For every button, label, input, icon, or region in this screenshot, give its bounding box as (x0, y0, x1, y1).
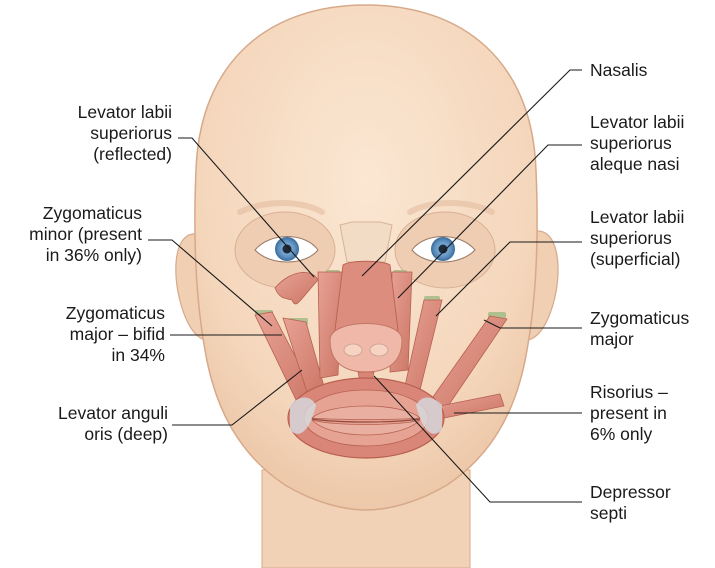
label-line: major – bifid (10, 324, 165, 345)
label-levator-labii-superiorus-reflected: Levator labii superiorus (reflected) (20, 102, 172, 165)
label-depressor-septi: Depressor septi (590, 482, 671, 524)
nasal-bone (340, 222, 392, 262)
label-line: Risorius – (590, 382, 668, 403)
label-line: Zygomaticus (10, 303, 165, 324)
label-line: 6% only (590, 424, 668, 445)
label-zygomaticus-minor: Zygomaticus minor (present in 36% only) (10, 203, 142, 266)
label-line: Levator anguli (8, 403, 168, 424)
label-levator-labii-superiorus-superficial: Levator labii superiorus (superficial) (590, 207, 684, 270)
label-line: superiorus (590, 228, 684, 249)
label-line: Zygomaticus (10, 203, 142, 224)
label-line: present in (590, 403, 668, 424)
label-zygomaticus-major-bifid: Zygomaticus major – bifid in 34% (10, 303, 165, 366)
label-line: Levator labii (590, 112, 684, 133)
label-line: aleque nasi (590, 154, 684, 175)
label-line: superiorus (590, 133, 684, 154)
label-line: Levator labii (20, 102, 172, 123)
right-nostril (370, 344, 388, 356)
label-line: (superficial) (590, 249, 684, 270)
label-nasalis: Nasalis (590, 60, 647, 81)
left-nostril (344, 344, 362, 356)
label-line: Zygomaticus (590, 308, 689, 329)
label-zygomaticus-major: Zygomaticus major (590, 308, 689, 350)
label-line: septi (590, 503, 671, 524)
label-line: in 34% (10, 345, 165, 366)
label-levator-labii-superiorus-aleque-nasi: Levator labii superiorus aleque nasi (590, 112, 684, 175)
label-line: major (590, 329, 689, 350)
label-line: Nasalis (590, 60, 647, 81)
label-line: Levator labii (590, 207, 684, 228)
nose-tip (330, 324, 402, 373)
label-levator-anguli-oris: Levator anguli oris (deep) (8, 403, 168, 445)
label-line: oris (deep) (8, 424, 168, 445)
label-risorius: Risorius – present in 6% only (590, 382, 668, 445)
label-line: Depressor (590, 482, 671, 503)
label-line: in 36% only) (10, 245, 142, 266)
label-line: (reflected) (20, 144, 172, 165)
label-line: superiorus (20, 123, 172, 144)
label-line: minor (present (10, 224, 142, 245)
